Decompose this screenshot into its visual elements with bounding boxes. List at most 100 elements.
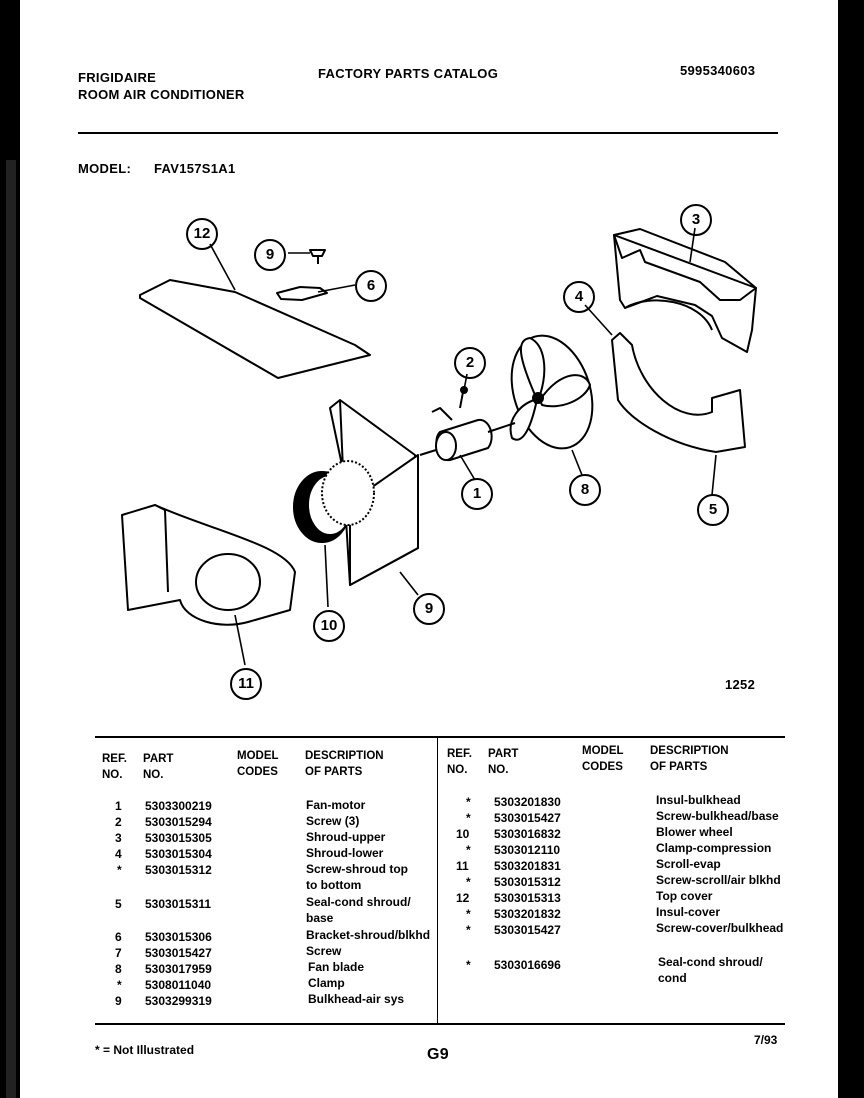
desc-cell: Screw-shroud top to bottom: [306, 862, 409, 892]
ref-cell: *: [117, 978, 122, 992]
desc-cell: Screw-bulkhead/base: [656, 809, 779, 823]
catalog-title: FACTORY PARTS CATALOG: [318, 66, 499, 81]
callout-1: 1: [461, 478, 493, 510]
fan-motor-part: [419, 407, 516, 462]
part-cell: 5303015294: [145, 815, 212, 829]
desc-cell: Shroud-lower: [306, 846, 384, 860]
desc-cell: Blower wheel: [656, 825, 733, 839]
part-cell: 5303015312: [145, 863, 212, 877]
desc-cell: Screw (3): [306, 814, 360, 828]
catalog-page: FRIGIDAIRE ROOM AIR CONDITIONER FACTORY …: [20, 28, 838, 1098]
ref-cell: *: [466, 923, 471, 937]
scroll-part: [121, 504, 296, 626]
desc-cell: Bulkhead-air sys: [308, 992, 405, 1006]
ref-cell: *: [466, 795, 471, 809]
part-cell: 5303012110: [494, 843, 561, 857]
table-center-rule: [437, 738, 438, 1024]
desc-cell: Screw-cover/bulkhead: [656, 921, 784, 935]
part-cell: 5303016832: [494, 827, 561, 841]
callout-8: 8: [569, 474, 601, 506]
screw-part: [309, 249, 326, 264]
callout-12: 12: [186, 218, 218, 250]
not-illustrated-note: * = Not Illustrated: [95, 1043, 195, 1057]
part-cell: 5303015304: [145, 847, 212, 861]
part-cell: 5303015313: [494, 891, 561, 905]
part-cell: 5303299319: [145, 994, 212, 1008]
desc-cell: Fan-motor: [306, 798, 366, 812]
ref-cell: *: [466, 875, 471, 889]
part-cell: 5303017959: [145, 962, 212, 976]
ref-cell: *: [466, 907, 471, 921]
ref-cell: *: [117, 863, 122, 877]
page-number: G9: [427, 1046, 449, 1063]
model-number: FAV157S1A1: [154, 161, 236, 176]
desc-cell: Scroll-evap: [656, 857, 721, 871]
part-cell: 5308011040: [145, 978, 212, 992]
part-cell: 5303300219: [145, 799, 212, 813]
callout-10: 10: [313, 610, 345, 642]
callout-6: 6: [355, 270, 387, 302]
desc-cell: Seal-cond shroud/ cond: [658, 955, 763, 985]
ref-cell: *: [466, 958, 471, 972]
table-top-rule: [95, 736, 785, 738]
callout-9-bulkhead: 9: [413, 593, 445, 625]
ref-cell: *: [466, 811, 471, 825]
header-ref-right: REF.NO.: [447, 748, 472, 776]
part-cell: 5303015427: [145, 946, 212, 960]
catalog-date: 7/93: [754, 1033, 778, 1047]
top-cover-part: [139, 279, 371, 379]
ref-cell: 6: [115, 930, 122, 944]
part-cell: 5303201830: [494, 795, 561, 809]
ref-cell: 12: [456, 891, 470, 905]
callout-4: 4: [563, 281, 595, 313]
part-cell: 5303015305: [145, 831, 212, 845]
part-cell: 5303015311: [145, 897, 212, 911]
ref-cell: 11: [456, 859, 469, 873]
ref-cell: 1: [115, 799, 122, 813]
scan-right-border: [838, 0, 864, 1098]
ref-cell: 3: [115, 831, 122, 845]
ref-cell: 9: [115, 994, 122, 1008]
ref-cell: *: [466, 843, 471, 857]
screw-part-2: [459, 386, 468, 409]
ref-cell: 8: [115, 962, 122, 976]
part-cell: 5303015306: [145, 930, 212, 944]
callout-3: 3: [680, 204, 712, 236]
table-bottom-rule: [95, 1023, 785, 1025]
catalog-number: 5995340603: [680, 63, 756, 78]
callout-11: 11: [230, 668, 262, 700]
desc-cell: Clamp-compression: [656, 841, 772, 855]
desc-cell: Screw-scroll/air blkhd: [656, 873, 781, 887]
desc-cell: Top cover: [656, 889, 713, 903]
callout-9-screw: 9: [254, 239, 286, 271]
desc-cell: Bracket-shroud/blkhd: [306, 928, 431, 942]
exploded-parts-diagram: [121, 227, 757, 666]
ref-cell: 5: [115, 897, 122, 911]
ref-cell: 4: [115, 847, 122, 861]
desc-cell: Insul-bulkhead: [656, 793, 741, 807]
part-cell: 5303015312: [494, 875, 561, 889]
blower-wheel-part: [293, 460, 375, 543]
desc-cell: Clamp: [308, 976, 345, 990]
desc-cell: Shroud-upper: [306, 830, 386, 844]
figure-number: 1252: [725, 677, 756, 692]
header-ref: REF.NO.: [102, 753, 127, 781]
ref-cell: 10: [456, 827, 470, 841]
part-cell: 5303015427: [494, 923, 561, 937]
bracket-part: [276, 286, 328, 301]
upper-shroud-part: [613, 228, 757, 353]
desc-cell: Screw: [306, 944, 342, 958]
callout-2: 2: [454, 347, 486, 379]
desc-cell: Seal-cond shroud/ base: [306, 895, 411, 925]
header-rule: [78, 132, 778, 134]
lower-shroud-part: [611, 332, 746, 453]
product-name: ROOM AIR CONDITIONER: [78, 87, 245, 102]
brand-name: FRIGIDAIRE: [78, 70, 157, 85]
part-cell: 5303015427: [494, 811, 561, 825]
desc-cell: Fan blade: [308, 960, 365, 974]
